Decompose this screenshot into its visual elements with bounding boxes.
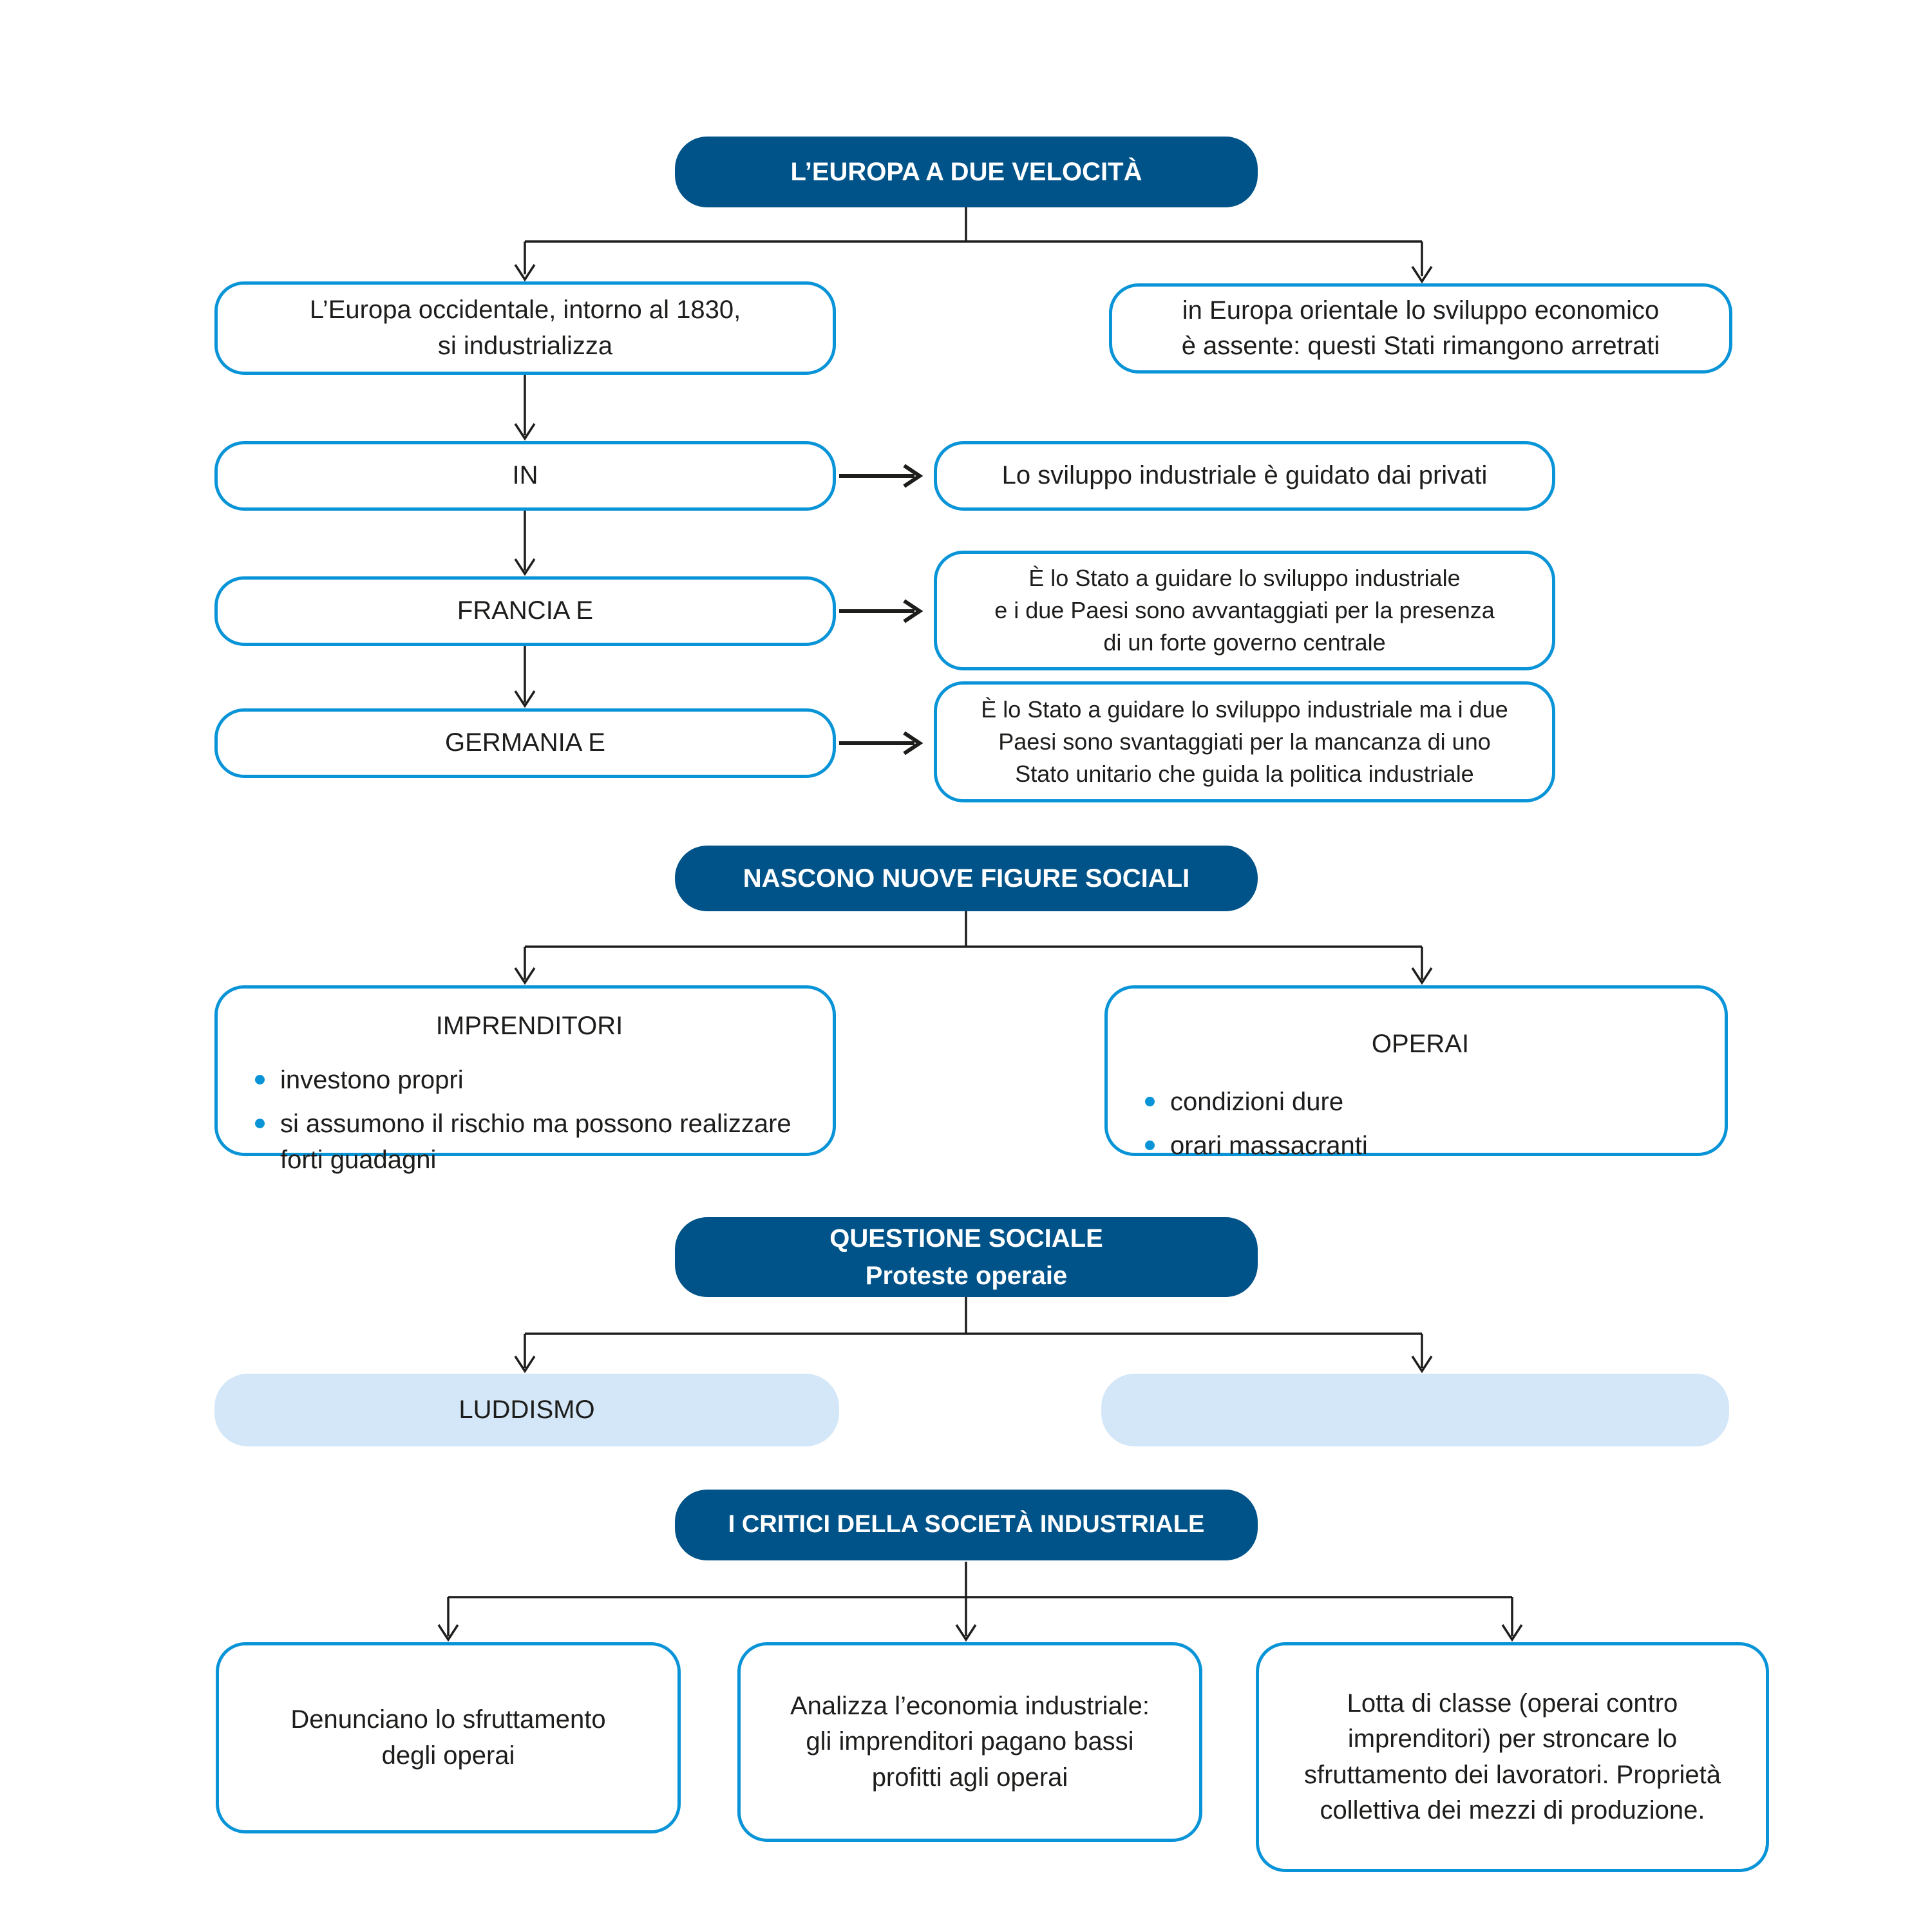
node-stato-svantaggiati: È lo Stato a guidare lo sviluppo industr…: [934, 681, 1555, 802]
bullet-text: investono propri: [280, 1066, 464, 1094]
bullet-icon: [255, 1119, 265, 1128]
header-nuove-figure-sociali: NASCONO NUOVE FIGURE SOCIALI: [675, 846, 1258, 911]
bullet-text: si assumono il rischio ma possono realiz…: [280, 1110, 791, 1174]
panel-title: OPERAI: [1371, 1030, 1470, 1058]
header-subtitle: Proteste operaie: [865, 1262, 1068, 1290]
list-item: si assumono il rischio ma possono realiz…: [255, 1106, 804, 1178]
list-item: investono propri: [255, 1062, 804, 1098]
bullet-icon: [1145, 1141, 1155, 1150]
header-title: QUESTIONE SOCIALE: [829, 1224, 1103, 1253]
node-proteste-empty: [1101, 1374, 1729, 1446]
node-lotta-di-classe: Lotta di classe (operai contro imprendit…: [1256, 1642, 1769, 1872]
node-luddismo: LUDDISMO: [214, 1374, 839, 1446]
header-title: L’EUROPA A DUE VELOCITÀ: [790, 158, 1142, 186]
node-europa-orientale: in Europa orientale lo sviluppo economic…: [1109, 283, 1732, 374]
node-francia: FRANCIA E: [214, 576, 836, 646]
node-sviluppo-privati: Lo sviluppo industriale è guidato dai pr…: [934, 441, 1555, 511]
node-in: IN: [214, 441, 836, 511]
bullet-icon: [255, 1075, 265, 1084]
header-questione-sociale: QUESTIONE SOCIALE Proteste operaie: [675, 1217, 1258, 1297]
header-critici-societa-industriale: I CRITICI DELLA SOCIETÀ INDUSTRIALE: [675, 1490, 1258, 1560]
panel-title: IMPRENDITORI: [435, 1012, 623, 1040]
node-stato-avvantaggiati: È lo Stato a guidare lo sviluppo industr…: [934, 551, 1555, 670]
header-title: I CRITICI DELLA SOCIETÀ INDUSTRIALE: [728, 1511, 1205, 1539]
header-europa-due-velocita: L’EUROPA A DUE VELOCITÀ: [675, 137, 1258, 207]
node-germania: GERMANIA E: [214, 708, 836, 778]
bullet-text: condizioni dure: [1170, 1088, 1344, 1116]
list-item: condizioni dure: [1145, 1084, 1696, 1120]
panel-imprenditori: IMPRENDITORI investono propri si assumon…: [214, 985, 836, 1174]
bullet-text: orari massacranti: [1170, 1132, 1368, 1160]
panel-operai: OPERAI condizioni dure orari massacranti: [1104, 985, 1728, 1160]
node-europa-occidentale: L’Europa occidentale, intorno al 1830, s…: [214, 281, 836, 375]
bullet-icon: [1145, 1097, 1155, 1106]
header-title: NASCONO NUOVE FIGURE SOCIALI: [743, 864, 1190, 893]
node-denunciano-sfruttamento: Denunciano lo sfruttamento degli operai: [216, 1642, 681, 1833]
list-item: orari massacranti: [1145, 1128, 1696, 1164]
node-analizza-economia: Analizza l’economia industriale: gli imp…: [737, 1642, 1202, 1842]
